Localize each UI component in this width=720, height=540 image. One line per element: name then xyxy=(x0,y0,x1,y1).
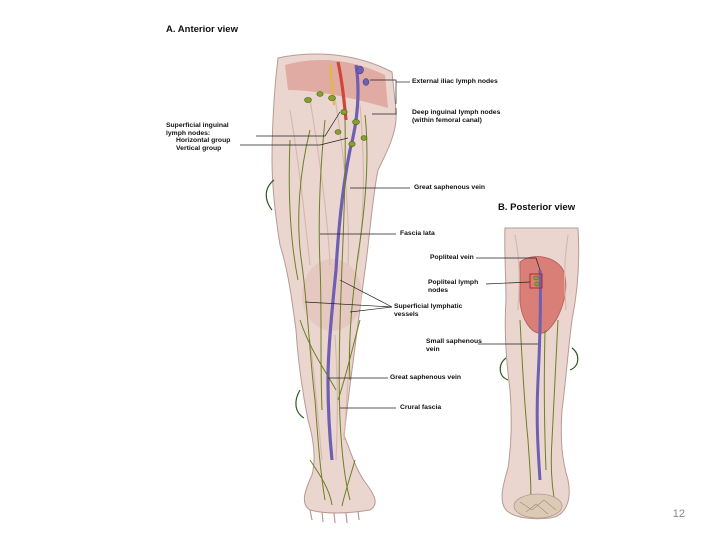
anterior-toes xyxy=(309,509,360,524)
iliac-yellow-nerve xyxy=(329,64,335,106)
posterior-rotation-arrow-right xyxy=(569,347,579,371)
calf-texture xyxy=(514,234,569,311)
inguinal-lymph-nodes xyxy=(304,91,368,147)
popliteal-node-box xyxy=(529,273,543,289)
label-superficial-inguinal-nodes: Superficial inguinal lymph nodes: Horizo… xyxy=(166,122,231,152)
label-popliteal-lymph-nodes: Popliteal lymph nodes xyxy=(428,279,479,294)
heel-texture xyxy=(519,499,557,515)
anterior-lymphatic-vessels xyxy=(288,114,368,507)
page-number: 12 xyxy=(672,508,685,520)
label-superficial-lymphatic-vessels: Superficial lymphatic vessels xyxy=(394,303,463,318)
posterior-rotation-arrow-left xyxy=(499,357,509,381)
small-saphenous-vein-path xyxy=(535,269,542,481)
leader-lines xyxy=(240,79,541,409)
popliteal-fossa xyxy=(519,256,567,334)
label-external-iliac-nodes: External iliac lymph nodes xyxy=(412,78,498,85)
femoral-artery xyxy=(336,61,348,121)
great-saphenous-vein-path xyxy=(326,64,360,461)
label-small-saphenous-vein: Small saphenous vein xyxy=(426,338,482,353)
anterior-rotation-arrow-lower xyxy=(295,389,305,419)
external-iliac-nodes xyxy=(356,65,370,86)
label-crural-fascia: Crural fascia xyxy=(400,404,442,411)
thigh-muscle-texture xyxy=(289,97,365,266)
lymphatic-leg-illustration: A. Anterior view B. Posterior view Exter… xyxy=(160,20,610,525)
label-popliteal-vein: Popliteal vein xyxy=(430,254,474,261)
posterior-view-title: B. Posterior view xyxy=(498,202,576,213)
label-great-saphenous-vein-lower: Great saphenous vein xyxy=(390,374,462,381)
anterior-rotation-arrow-upper xyxy=(265,179,275,211)
label-deep-inguinal-nodes: Deep inguinal lymph nodes (within femora… xyxy=(412,109,501,124)
anterior-leg xyxy=(265,53,397,524)
label-horizontal-group: Horizontal group xyxy=(176,137,231,145)
posterior-lymphatic-vessels xyxy=(519,319,559,509)
posterior-leg xyxy=(499,227,580,520)
anterior-view-title: A. Anterior view xyxy=(166,24,238,35)
label-vertical-group: Vertical group xyxy=(176,144,222,152)
label-fascia-lata: Fascia lata xyxy=(400,230,435,237)
popliteal-lymph-nodes xyxy=(533,275,540,287)
label-great-saphenous-vein-upper: Great saphenous vein xyxy=(414,184,486,191)
anatomy-drawing xyxy=(240,53,580,524)
